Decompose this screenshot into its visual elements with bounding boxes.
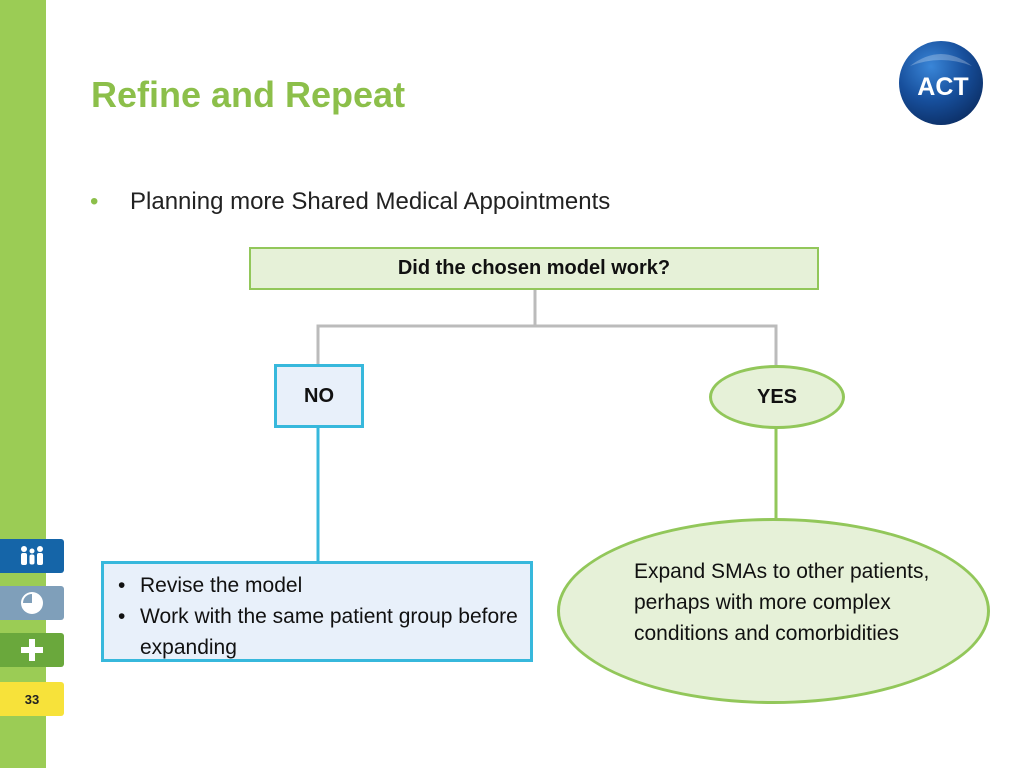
clock-icon [21, 592, 43, 614]
question-to-branches-connector [316, 289, 537, 364]
bullet-text: Planning more Shared Medical Appointment… [130, 188, 611, 215]
revise-list: Revise the model Work with the same pati… [114, 570, 522, 663]
branch-yes-connector [535, 324, 778, 365]
no-box: NO [274, 364, 364, 428]
question-box: Did the chosen model work? [249, 247, 819, 290]
bullet-item: • Planning more Shared Medical Appointmen… [90, 188, 610, 216]
yes-ellipse: YES [709, 365, 845, 429]
plus-tab[interactable] [0, 633, 64, 667]
expand-ellipse: Expand SMAs to other patients, perhaps w… [557, 518, 990, 704]
page-number: 33 [0, 682, 64, 716]
plus-icon [21, 639, 43, 661]
clock-tab[interactable] [0, 586, 64, 620]
revise-item: Work with the same patient group before … [114, 601, 522, 663]
logo-text: ACT [917, 73, 968, 101]
people-tab[interactable] [0, 539, 64, 573]
bullet-dot: • [90, 188, 99, 215]
people-icon [21, 546, 43, 565]
slide-title: Refine and Repeat [91, 74, 406, 115]
expand-text: Expand SMAs to other patients, perhaps w… [634, 560, 930, 645]
revise-box: Revise the model Work with the same pati… [101, 561, 533, 662]
revise-item: Revise the model [114, 570, 522, 601]
act-logo: ACT [899, 41, 983, 125]
